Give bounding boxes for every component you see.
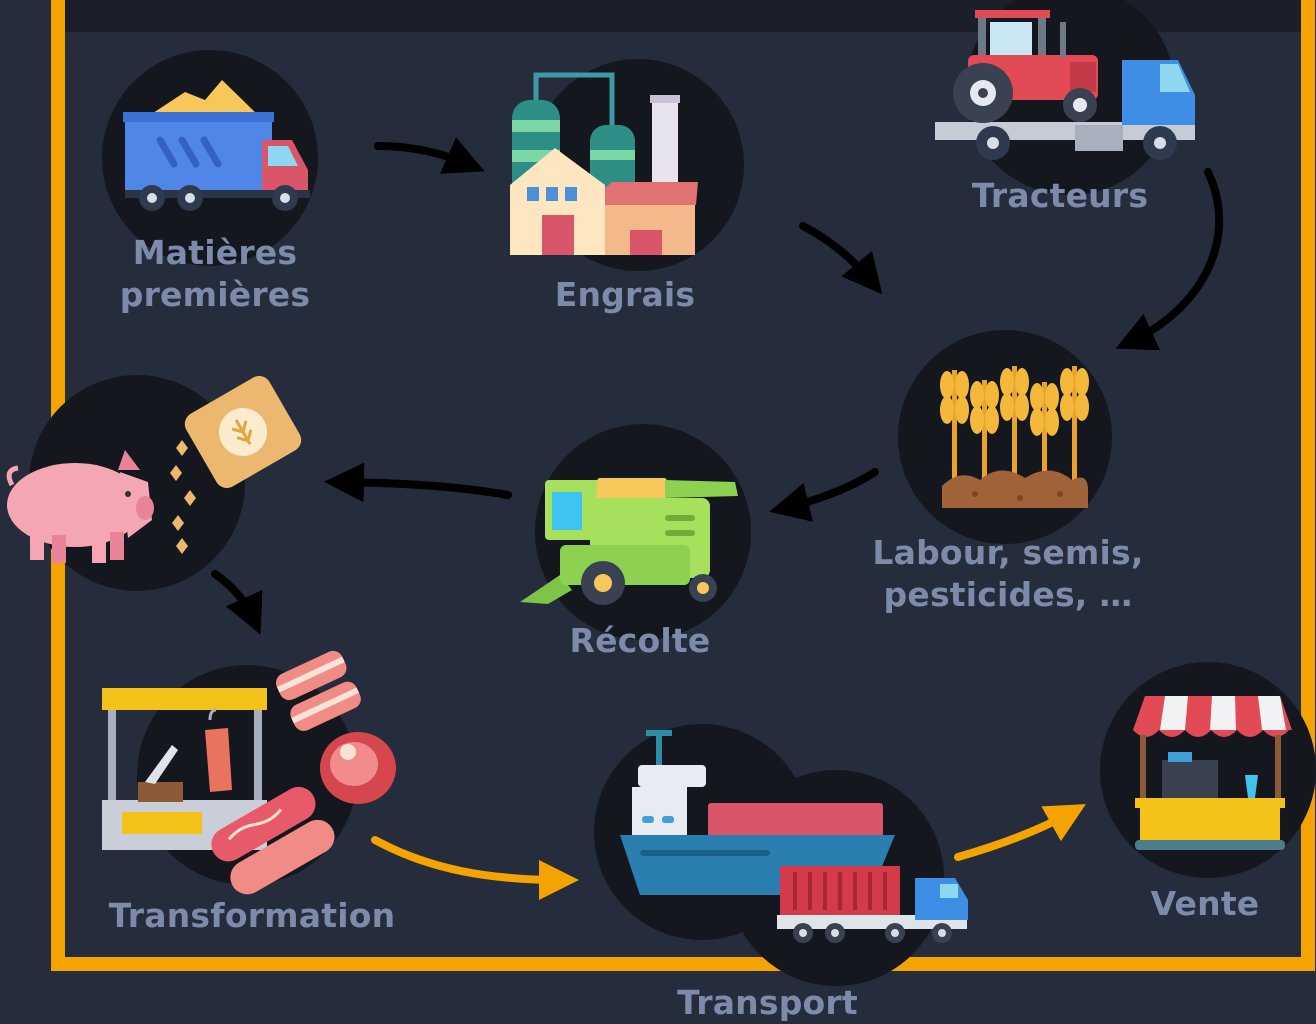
label-transport-text: Transport	[677, 983, 858, 1022]
flow-arrows	[211, 137, 1224, 900]
arrow-matieres-engrais	[374, 137, 485, 174]
label-tracteurs-text: Tracteurs	[971, 176, 1149, 215]
label-transport: Transport	[660, 982, 875, 1024]
label-matieres-line2: premières	[119, 275, 311, 314]
label-vente-text: Vente	[1150, 884, 1260, 923]
arrow-engrais-labour	[799, 222, 883, 295]
label-transformation: Transformation	[92, 895, 412, 937]
label-transformation-text: Transformation	[108, 896, 396, 935]
arrow-recolte-elevage	[324, 462, 512, 503]
label-labour: Labour, semis, pesticides, …	[858, 532, 1158, 616]
ship-and-truck-icon	[620, 730, 968, 943]
label-labour-line2: pesticides, …	[883, 575, 1133, 614]
arrow-transport-vente	[954, 804, 1086, 861]
tractor-on-truck-icon	[935, 10, 1195, 160]
label-labour-line1: Labour, semis,	[872, 533, 1144, 572]
combine-harvester-icon	[520, 478, 738, 605]
arrow-tracteurs-labour	[1115, 168, 1224, 351]
factory-icon	[510, 72, 698, 255]
pig-and-feed-sack-icon	[6, 376, 302, 563]
label-matieres-line1: Matières	[132, 233, 298, 272]
label-tracteurs: Tracteurs	[945, 175, 1175, 217]
label-recolte-text: Récolte	[569, 621, 711, 660]
label-engrais-text: Engrais	[554, 275, 696, 314]
label-matieres-premieres: Matières premières	[95, 232, 335, 316]
butcher-stall-icon	[102, 650, 396, 895]
label-engrais: Engrais	[520, 274, 730, 316]
market-stall-icon	[1133, 696, 1292, 850]
arrow-transformation-transport	[371, 836, 579, 900]
arrow-elevage-transformation	[211, 570, 263, 635]
label-vente: Vente	[1130, 883, 1280, 925]
dump-truck-icon	[123, 80, 310, 211]
label-recolte: Récolte	[540, 620, 740, 662]
arrow-labour-recolte	[769, 468, 879, 522]
wheat-field-icon	[940, 366, 1089, 508]
